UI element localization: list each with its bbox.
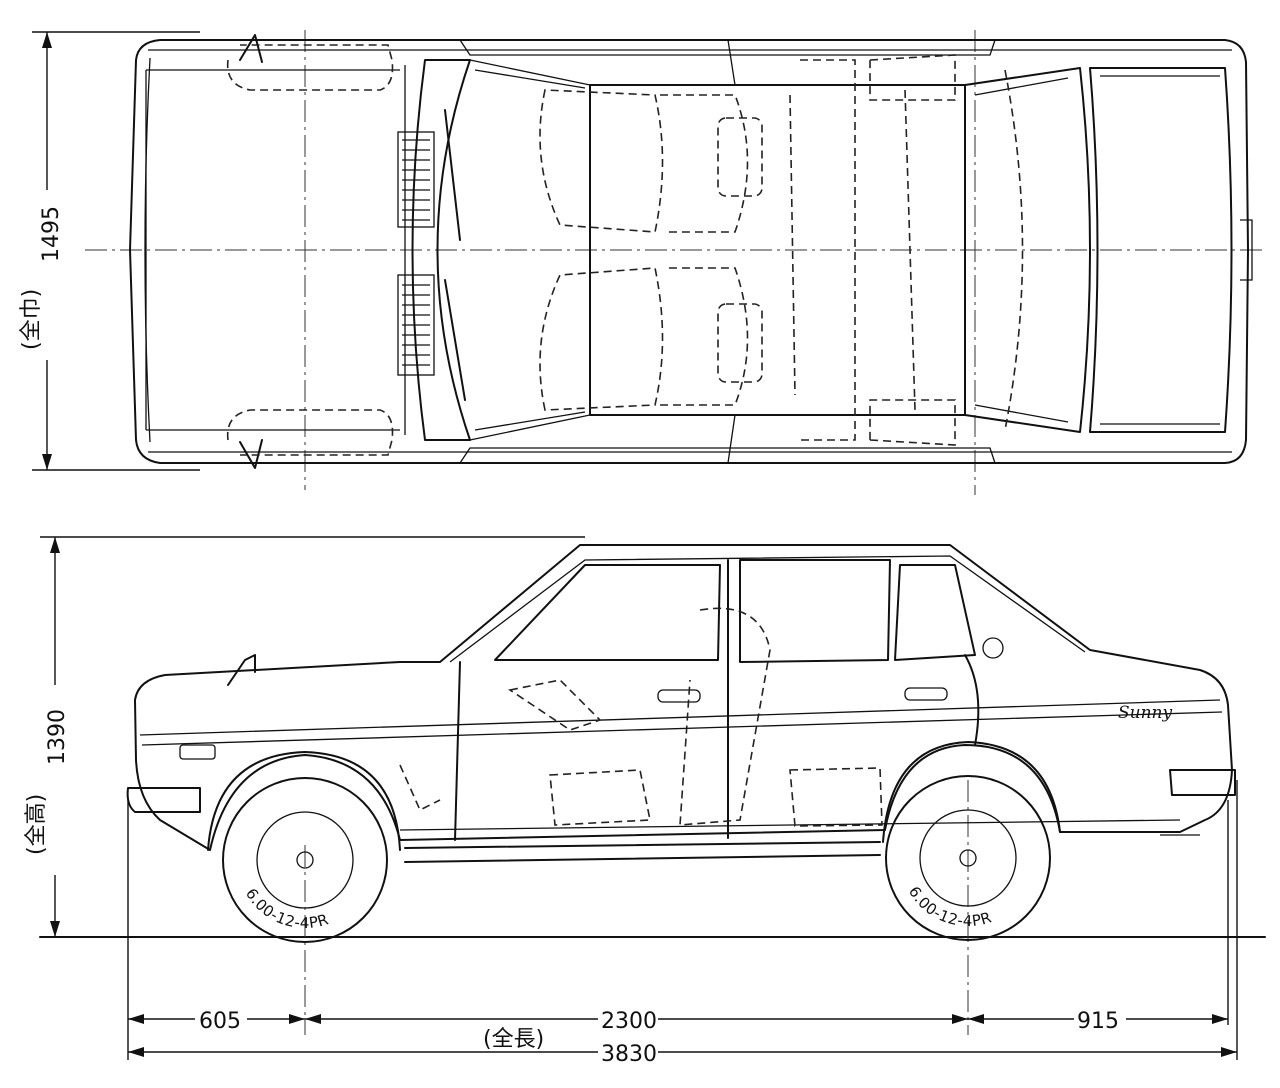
length-dimensions: 605 2300 915 (全長) 3830 [127,780,1238,1067]
width-dimension: 1495 (全巾) [19,31,200,471]
overall-length-value: 3830 [601,1042,657,1067]
height-value: 1390 [45,709,70,765]
side-view: 6.00-12-4PR 6.00-12-4PR Sunny 1390 (全高) [24,536,1266,1035]
width-value: 1495 [39,206,64,262]
height-dimension: 1390 (全高) [24,536,585,937]
rear-overhang-value: 915 [1077,1009,1119,1034]
width-label: (全巾) [19,289,44,350]
side-body-outline [126,544,1236,863]
top-view: 1495 (全巾) [19,30,1265,495]
top-body-outline [129,34,1253,469]
side-hidden-interior [399,607,883,827]
height-label: (全高) [24,794,49,855]
wheelbase-value: 2300 [601,1009,657,1034]
top-hidden-interior [226,44,1024,456]
sunny-badge: Sunny [1118,703,1172,723]
front-overhang-value: 605 [199,1009,241,1034]
overall-length-label: (全長) [483,1027,544,1052]
